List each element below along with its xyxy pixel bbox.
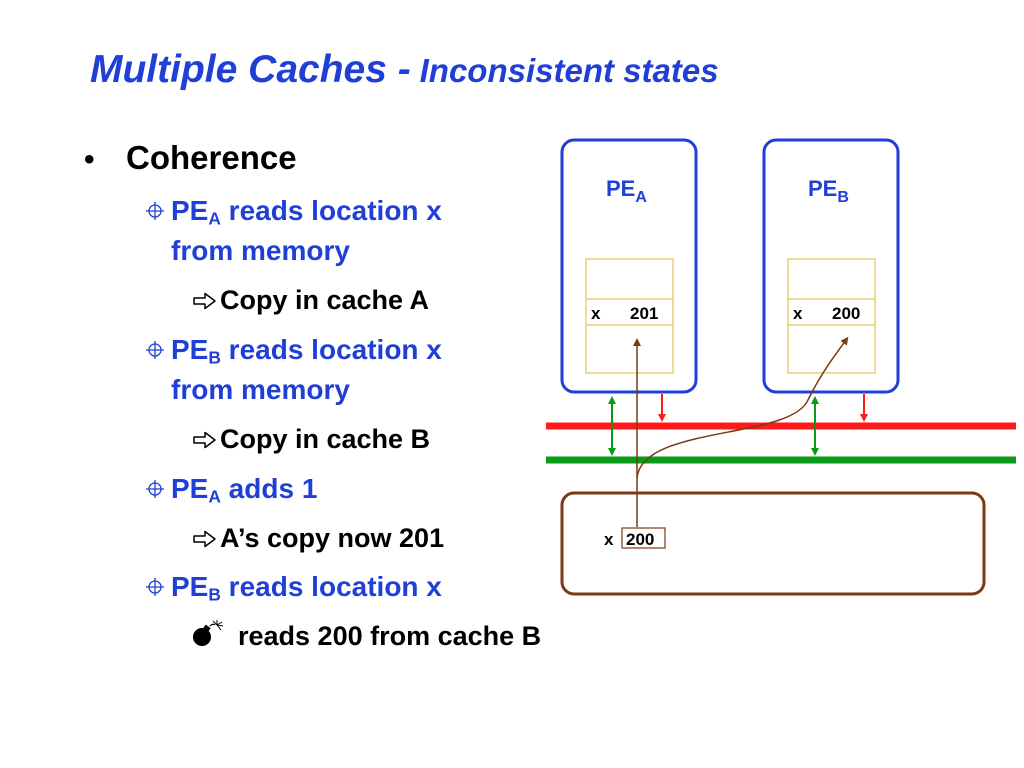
cache-b-value: 200 — [832, 304, 860, 323]
bullet-pe-b-reads-2: PEB reads location x — [171, 571, 442, 605]
cache-b-var: x — [793, 304, 803, 323]
arrow-outline-icon — [193, 431, 216, 449]
bullet-text: reads location x — [220, 195, 442, 226]
pe-label: PE — [171, 195, 209, 226]
bullet-text: reads location x — [220, 334, 442, 365]
bullet-copy-a: Copy in cache A — [220, 285, 430, 315]
pe-subscript: A — [208, 486, 221, 507]
copy-arrow-to-b — [636, 336, 849, 479]
crosshair-bullet-icon — [146, 202, 164, 220]
cache-a-var: x — [591, 304, 601, 323]
bullet-coherence: Coherence — [126, 139, 297, 176]
bullet-pe-b-reads-cont: from memory — [171, 374, 350, 405]
bomb-icon — [193, 620, 224, 646]
memory-value: 200 — [626, 530, 654, 549]
pe-subscript: B — [208, 347, 221, 368]
pe-subscript: A — [208, 208, 221, 229]
pe-label: PE — [171, 334, 209, 365]
pe-b-label: PEB — [808, 176, 849, 206]
arrow-outline-icon — [193, 292, 216, 310]
crosshair-bullet-icon — [146, 480, 164, 498]
cache-a: x 201 — [585, 258, 674, 374]
cache-a-value: 201 — [630, 304, 658, 323]
bullet-a-copy-now: A’s copy now 201 — [220, 523, 445, 553]
pe-subscript: B — [208, 584, 221, 605]
bullet-text: adds 1 — [220, 473, 318, 504]
title-main: Multiple Caches - — [90, 48, 411, 91]
memory-box — [560, 491, 986, 596]
bullet-pe-a-reads: PEA reads location x — [171, 195, 442, 229]
bullet-copy-b: Copy in cache B — [220, 424, 431, 454]
bullet-pe-a-reads-cont: from memory — [171, 235, 350, 266]
slide-title: Multiple Caches - Inconsistent states — [90, 48, 719, 92]
bullet-reads-200: reads 200 from cache B — [238, 621, 542, 651]
title-sub: Inconsistent states — [419, 52, 719, 89]
memory-cell — [621, 527, 666, 549]
bullet-dot-icon: • — [84, 143, 95, 176]
memory-var: x — [604, 530, 614, 549]
crosshair-bullet-icon — [146, 578, 164, 596]
bullet-pe-a-adds: PEA adds 1 — [171, 473, 317, 507]
arrow-outline-icon — [193, 530, 216, 548]
pe-a-label: PEA — [606, 176, 647, 206]
cache-b: x 200 — [787, 258, 876, 374]
bullet-pe-b-reads: PEB reads location x — [171, 334, 442, 368]
bullet-text: reads location x — [220, 571, 442, 602]
pe-label: PE — [171, 571, 209, 602]
pe-label: PE — [171, 473, 209, 504]
crosshair-bullet-icon — [146, 341, 164, 359]
